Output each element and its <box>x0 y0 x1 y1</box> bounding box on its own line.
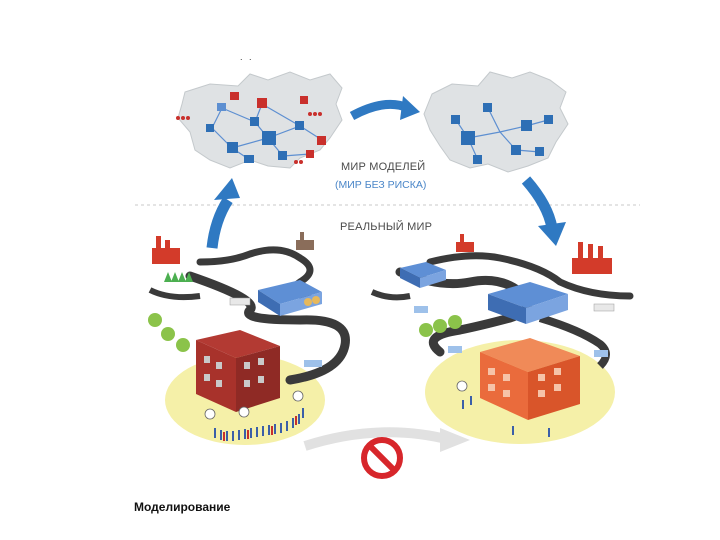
stray-marks: . . <box>240 52 254 62</box>
real-world-left <box>148 232 350 445</box>
store-building-right <box>480 338 580 420</box>
warehouse-right-large <box>488 282 568 324</box>
no-risk-label: (МИР БЕЗ РИСКА) <box>335 179 427 191</box>
factory-small-right <box>456 234 474 252</box>
model-world-label: МИР МОДЕЛЕЙ <box>341 161 426 173</box>
factory-left <box>152 236 180 264</box>
model-map-right <box>423 71 569 173</box>
store-building-left <box>196 330 280 412</box>
warehouse-right-small <box>400 262 446 288</box>
up-arrow-icon <box>206 178 240 249</box>
factory-small-left <box>296 232 314 250</box>
no-entry-icon <box>361 437 403 479</box>
real-world-right <box>370 234 634 444</box>
right-arrow-icon <box>349 96 420 120</box>
blocked-path <box>303 427 470 452</box>
down-arrow-icon <box>521 176 566 246</box>
caption: Моделирование <box>134 500 231 514</box>
real-world-label: РЕАЛЬНЫЙ МИР <box>340 221 433 233</box>
model-map-left <box>176 71 343 169</box>
factory-right <box>572 242 612 274</box>
warehouse-left <box>258 280 322 316</box>
